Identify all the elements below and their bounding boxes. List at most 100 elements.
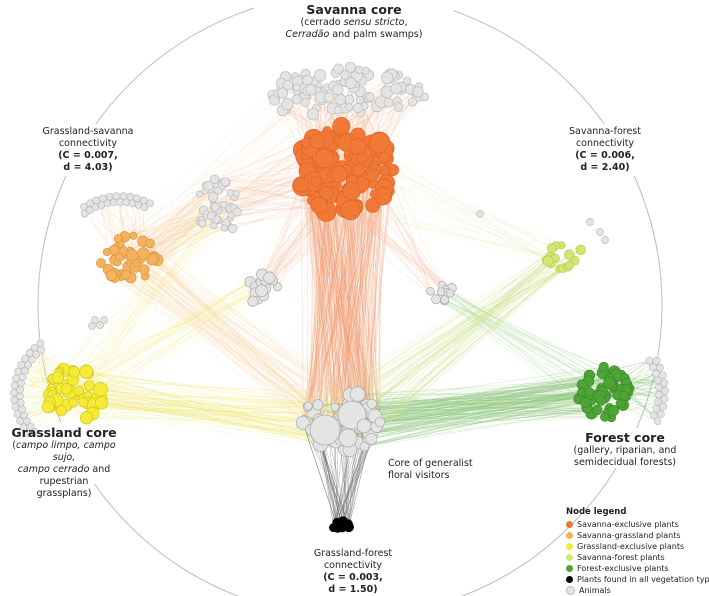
edge — [86, 281, 262, 372]
gs-line1: Grassland-savanna — [42, 126, 134, 137]
edge — [430, 291, 592, 414]
grassland-desc-1b: campo limpo, campo sujo, — [16, 440, 116, 463]
savanna-animal-node — [291, 94, 303, 105]
edge — [342, 138, 358, 395]
edge — [121, 225, 228, 252]
edge — [307, 196, 384, 407]
edge — [362, 381, 612, 411]
edge — [56, 274, 263, 401]
edge — [302, 422, 338, 528]
edge — [334, 212, 351, 428]
edge — [300, 184, 348, 425]
forest-fringe-node — [660, 379, 669, 387]
animal-node — [255, 284, 268, 298]
edge — [58, 206, 221, 375]
savanna-core-desc-2a: Cerradão — [285, 29, 330, 40]
grassland-fringe-node — [18, 405, 26, 413]
edge — [74, 281, 251, 398]
savanna-animal-node — [332, 83, 344, 96]
animal-node — [247, 295, 259, 307]
edge — [430, 290, 624, 396]
savanna-forest-node — [546, 243, 558, 254]
grassland-core-node — [83, 380, 95, 392]
edge — [87, 402, 351, 450]
grassland-fringe-node — [21, 366, 29, 375]
edge — [72, 225, 228, 371]
animal-node — [601, 236, 609, 244]
edge — [362, 372, 604, 411]
grassland-fringe-node — [10, 381, 19, 390]
generalist-line1: Core of generalist — [388, 458, 473, 469]
edge — [153, 257, 338, 419]
edge — [362, 412, 608, 414]
edge — [92, 406, 308, 414]
edge — [338, 260, 552, 422]
savanna-animal-node — [300, 97, 310, 107]
edge — [302, 186, 363, 413]
savanna-grassland-node — [105, 269, 118, 282]
edge — [311, 256, 552, 414]
edge — [435, 298, 613, 386]
edge — [347, 407, 587, 436]
edge — [124, 80, 363, 237]
savanna-core-desc-1c: , — [404, 17, 408, 28]
grassland-core-node — [68, 398, 78, 408]
forest-desc-2: semidecidual forests) — [574, 457, 676, 468]
edge — [392, 169, 443, 286]
edge — [356, 381, 613, 443]
edge — [357, 260, 549, 395]
legend-label: Savanna-grassland plants — [577, 531, 681, 540]
edge — [371, 173, 377, 427]
savanna-grassland-node — [121, 269, 131, 280]
animal-node — [91, 316, 99, 324]
edge — [108, 269, 363, 414]
edge — [303, 173, 373, 421]
edge — [320, 187, 385, 444]
edge — [347, 191, 352, 404]
edge — [128, 266, 312, 430]
edge — [73, 281, 262, 404]
generalist-node — [365, 432, 378, 445]
sg-animal-node — [220, 224, 228, 232]
edge — [342, 438, 372, 522]
edge — [82, 219, 214, 397]
legend-item: Savanna-exclusive plants — [566, 519, 709, 530]
edge — [52, 378, 358, 395]
edge — [334, 406, 587, 409]
grassland-desc-3: grassplans) — [36, 488, 92, 499]
edge — [379, 391, 602, 423]
forest-fringe-node — [659, 402, 668, 411]
label-mask — [18, 124, 158, 176]
edge — [347, 371, 615, 425]
grassland-core-node — [94, 396, 108, 410]
edge — [367, 178, 370, 411]
savanna-core-node — [379, 152, 391, 164]
edge — [143, 253, 335, 426]
savanna-grassland-node — [113, 234, 123, 243]
edge — [76, 392, 330, 440]
edge — [341, 395, 600, 439]
savanna-grassland-node — [145, 238, 155, 249]
edge — [345, 208, 368, 408]
edge — [337, 438, 372, 528]
savanna-animal-node — [352, 103, 363, 113]
edge — [87, 280, 274, 396]
edge — [379, 245, 557, 423]
edge — [337, 260, 575, 419]
savanna-animal-node — [323, 92, 335, 103]
edge — [72, 370, 312, 414]
edge — [334, 249, 581, 426]
edge — [337, 381, 612, 419]
edge — [86, 370, 309, 407]
edge — [342, 446, 365, 528]
edge — [82, 215, 212, 397]
sg-animal-node — [209, 174, 220, 185]
edge — [368, 398, 580, 411]
edge — [367, 263, 552, 408]
edge — [121, 251, 335, 426]
savanna-animal-node — [402, 76, 412, 86]
edge — [17, 413, 93, 415]
edge — [347, 263, 552, 425]
edge — [362, 258, 556, 411]
grassland-desc-2b: and rupestrian — [39, 464, 111, 487]
